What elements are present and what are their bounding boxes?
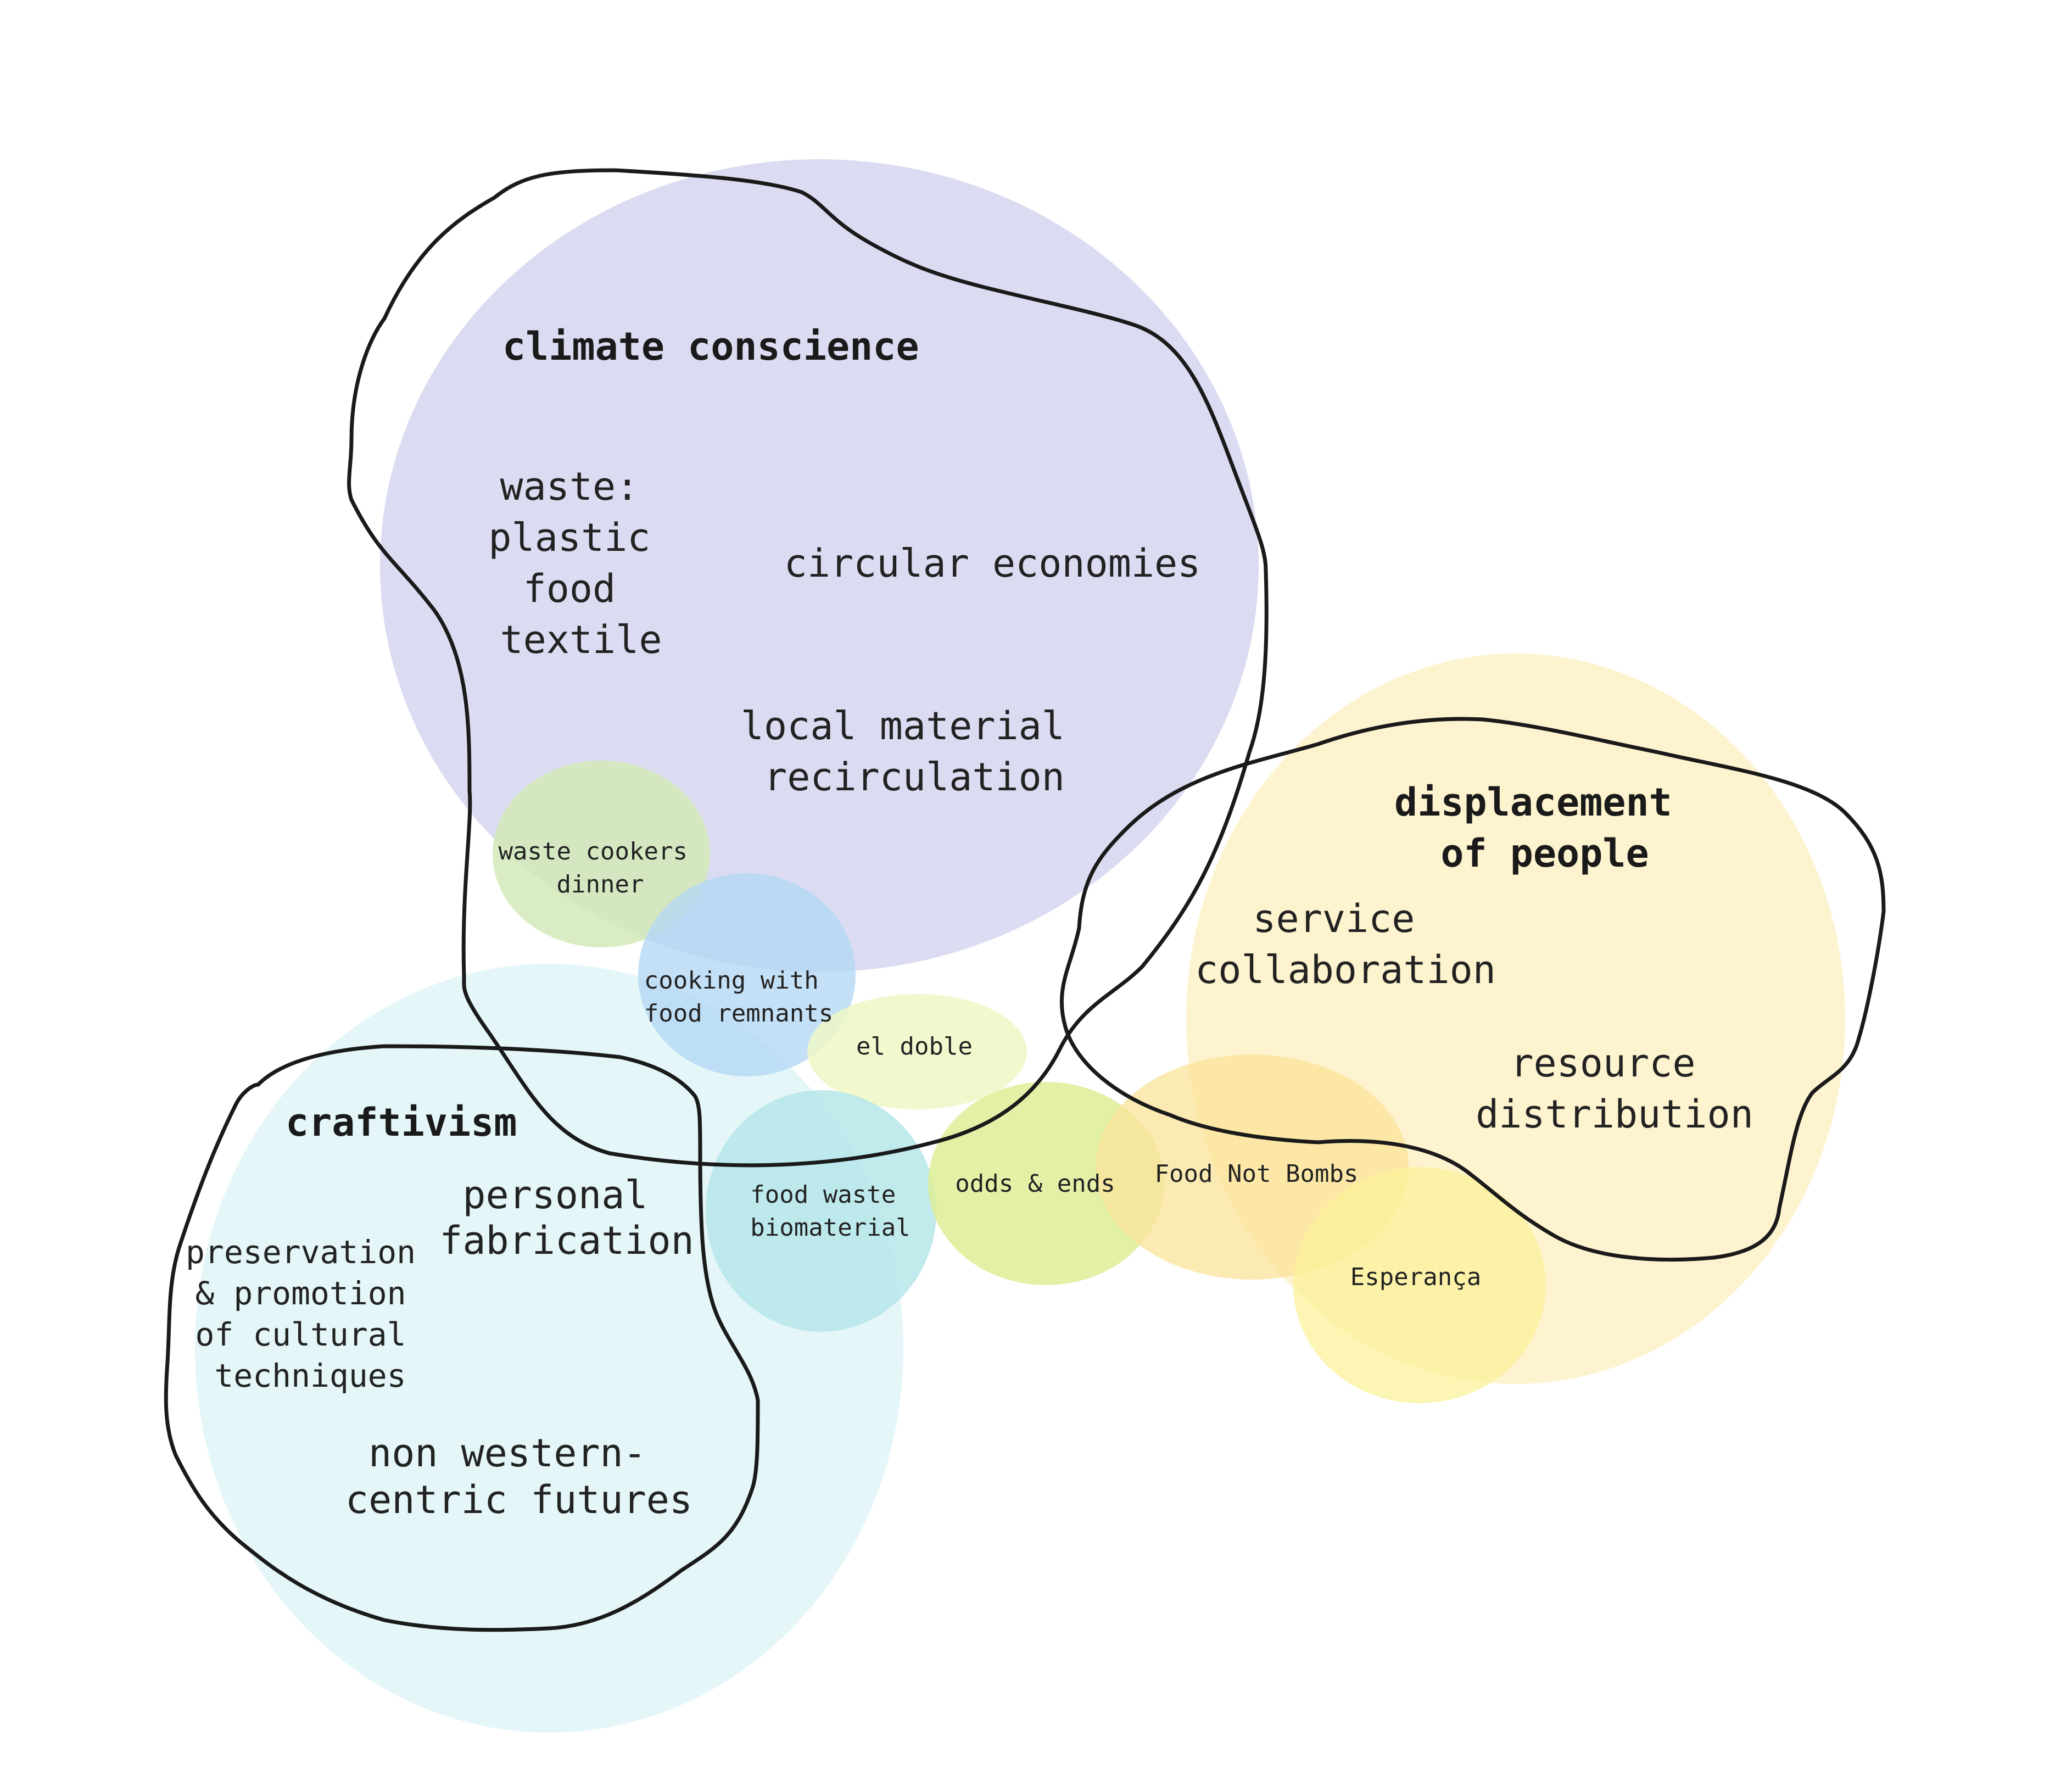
- esperanca-bubble: [1293, 1167, 1546, 1403]
- project-el-doble-label: el doble: [856, 1032, 973, 1060]
- item-line: Food Not Bombs: [1155, 1160, 1359, 1188]
- displacement-item-resource: resource distribution: [1476, 1041, 1753, 1137]
- climate-item-circular: circular economies: [784, 541, 1201, 586]
- cooking-with-food-remnants-bubble: [638, 873, 856, 1076]
- item-line: waste cookers: [499, 838, 688, 866]
- item-line: dinner: [557, 870, 644, 898]
- item-line: waste:: [500, 464, 639, 509]
- item-line: collaboration: [1195, 947, 1496, 992]
- item-line: resource: [1510, 1041, 1695, 1086]
- project-fnb-label: Food Not Bombs: [1155, 1160, 1359, 1188]
- item-line: of cultural: [195, 1316, 406, 1353]
- item-line: personal: [462, 1173, 647, 1218]
- item-line: techniques: [214, 1357, 406, 1394]
- displacement-title-line: of people: [1440, 831, 1649, 876]
- item-line: biomaterial: [750, 1214, 910, 1242]
- craftivism-outline: [164, 1044, 760, 1632]
- item-line: Esperança: [1350, 1263, 1481, 1291]
- item-line: preservation: [186, 1233, 416, 1271]
- item-line: cooking with: [644, 967, 819, 995]
- item-line: el doble: [856, 1032, 973, 1060]
- el-doble-bubble: [807, 994, 1027, 1109]
- item-line: distribution: [1476, 1092, 1753, 1137]
- project-food-waste-label: food waste biomaterial: [750, 1181, 910, 1242]
- project-odds-label: odds & ends: [955, 1170, 1115, 1198]
- item-line: food waste: [750, 1181, 896, 1209]
- waste-cookers-dinner-bubble: [493, 761, 710, 947]
- displacement-title: displacement of people: [1394, 780, 1695, 876]
- craft-item-preservation: preservation & promotion of cultural tec…: [186, 1233, 435, 1394]
- craft-item-non-western: non western- centric futures: [345, 1431, 692, 1522]
- item-line: recirculation: [764, 755, 1065, 800]
- displacement-item-service: service collaboration: [1195, 896, 1496, 992]
- craft-item-personal: personal fabrication: [439, 1173, 694, 1263]
- climate-item-waste: waste: plastic food textile: [488, 464, 673, 662]
- item-line: service: [1253, 896, 1415, 941]
- item-line: fabrication: [439, 1218, 694, 1263]
- item-line: local material: [741, 704, 1065, 749]
- craftivism-title: craftivism: [286, 1100, 517, 1145]
- item-line: circular economies: [784, 541, 1201, 586]
- food-waste-biomaterial-bubble: [706, 1090, 936, 1332]
- item-line: centric futures: [345, 1477, 692, 1522]
- item-line: food remnants: [644, 1000, 833, 1028]
- item-line: plastic: [488, 515, 650, 560]
- item-line: odds & ends: [955, 1170, 1115, 1198]
- displacement-outline: [1059, 717, 1886, 1262]
- displacement-title-line: displacement: [1394, 780, 1672, 825]
- project-cooking-label: cooking with food remnants: [644, 967, 833, 1028]
- item-line: & promotion: [195, 1275, 406, 1312]
- item-line: textile: [500, 617, 662, 662]
- item-line: non western-: [368, 1431, 646, 1476]
- climate-conscience-title: climate conscience: [502, 324, 919, 369]
- project-esperanca-label: Esperança: [1350, 1263, 1481, 1291]
- project-waste-cookers-label: waste cookers dinner: [499, 838, 702, 898]
- climate-item-local: local material recirculation: [741, 704, 1088, 800]
- climate-outline: [347, 168, 1269, 1168]
- item-line: food: [523, 566, 616, 611]
